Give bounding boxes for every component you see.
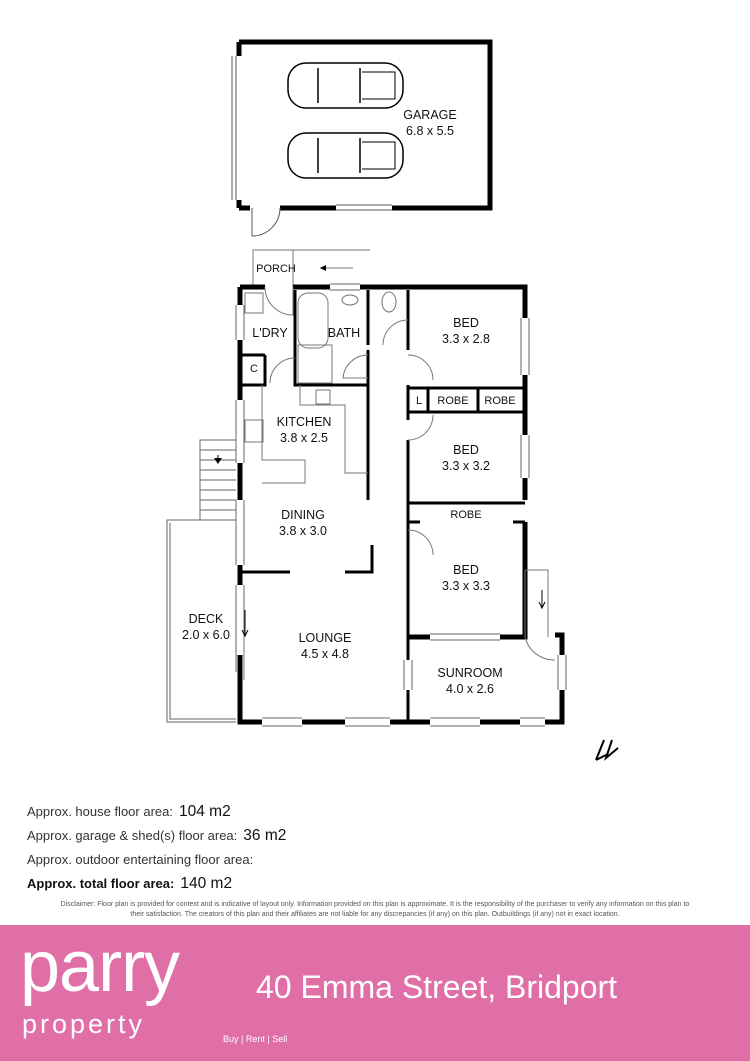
room-robe: ROBE [484,395,516,407]
room-kitchen: KITCHEN 3.8 x 2.5 [277,414,332,446]
room-name: BED [453,443,479,457]
outdoor-area: Approx. outdoor entertaining floor area: [27,848,286,872]
logo: parry [20,927,180,1007]
room-name: KITCHEN [276,415,332,429]
room-size: 2.0 x 6.0 [182,628,230,642]
room-sunroom: SUNROOM 4.0 x 2.6 [437,665,502,697]
north-arrow-icon [595,739,619,762]
value: 104 m2 [178,803,231,820]
room-name: BED [453,316,479,330]
room-size: 3.3 x 2.8 [442,332,490,346]
tagline: Buy | Rent | Sell [223,1034,288,1044]
room-bed-1: BED 3.3 x 2.8 [442,315,490,347]
room-name: LOUNGE [298,631,352,645]
room-name: DINING [281,508,325,522]
room-size: 6.8 x 5.5 [406,124,454,138]
room-linen: L [415,395,423,407]
room-name: SUNROOM [437,666,503,680]
room-name: DECK [188,612,224,626]
room-porch: PORCH [256,263,296,275]
room-size: 3.3 x 3.2 [442,459,490,473]
room-bed-2: BED 3.3 x 3.2 [442,442,490,474]
value: 36 m2 [243,827,287,844]
property-address: 40 Emma Street, Bridport [256,969,618,1005]
garage-area: Approx. garage & shed(s) floor area: 36 m… [27,824,286,848]
label: Approx. total floor area: [27,876,175,891]
agency-banner: parry property 40 Emma Street, Bridport … [0,925,750,1061]
room-size: 3.8 x 3.0 [279,524,327,538]
room-bath: BATH [327,326,361,340]
label: Approx. house floor area: [27,804,173,819]
label: Approx. garage & shed(s) floor area: [27,828,238,843]
room-laundry: L'DRY [252,326,288,340]
room-lounge: LOUNGE 4.5 x 4.8 [299,630,352,662]
room-dining: DINING 3.8 x 3.0 [279,507,327,539]
room-deck: DECK 2.0 x 6.0 [182,611,230,643]
label: Approx. outdoor entertaining floor area: [27,852,254,867]
room-size: 3.3 x 3.3 [442,579,490,593]
floor-plan [166,39,619,762]
room-size: 4.5 x 4.8 [301,647,349,661]
car-icon [287,62,404,179]
room-name: BED [453,563,479,577]
room-robe: ROBE [450,509,482,521]
room-bed-3: BED 3.3 x 3.3 [442,562,490,594]
total-area: Approx. total floor area: 140 m2 [27,872,286,896]
house-area: Approx. house floor area: 104 m2 [27,800,286,824]
room-size: 3.8 x 2.5 [280,431,328,445]
room-cupboard: C [250,363,258,375]
room-robe: ROBE [437,395,469,407]
room-size: 4.0 x 2.6 [446,682,494,696]
floor-area-summary: Approx. house floor area: 104 m2 Approx. … [27,800,286,896]
room-name: GARAGE [403,108,457,122]
disclaimer: Disclaimer: Floor plan is provided for c… [60,901,690,918]
garage-walls [236,39,493,211]
value: 140 m2 [180,875,233,892]
house-walls [237,284,565,725]
logo-subtitle: property [22,1009,146,1039]
room-garage: GARAGE 6.8 x 5.5 [403,107,457,139]
